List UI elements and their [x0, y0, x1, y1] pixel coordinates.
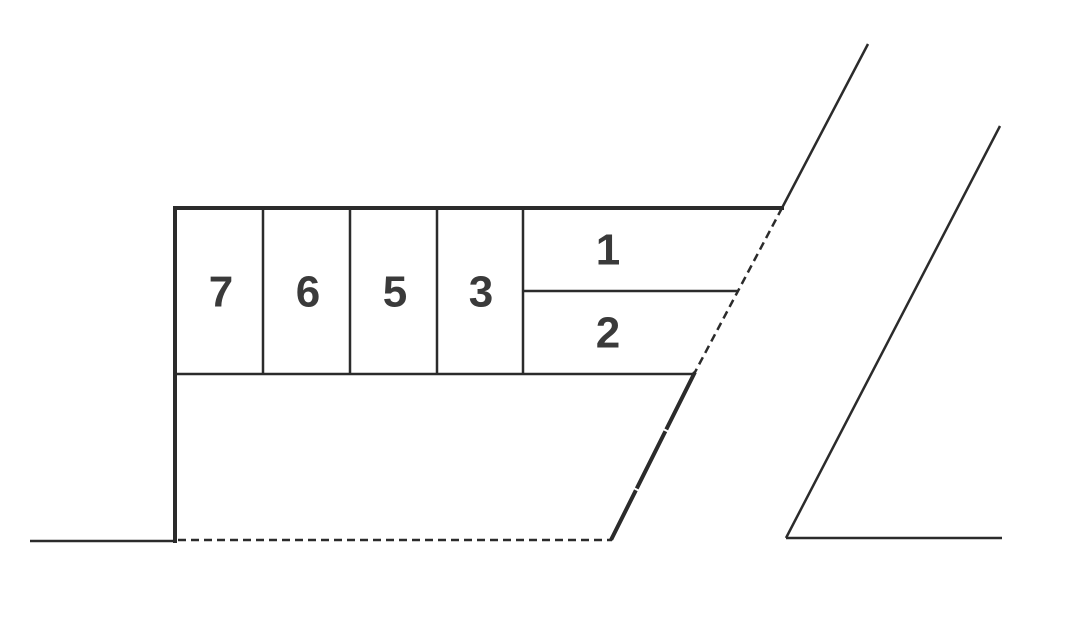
lot-dividers	[175, 208, 738, 376]
lot-label-3: 3	[469, 268, 493, 317]
road-right-slanted-line	[784, 125, 1002, 539]
road-lines	[30, 43, 1002, 543]
road-upper-slanted-line	[780, 43, 870, 209]
lot-label-6: 6	[296, 268, 320, 317]
lot-labels: 7 6 5 3 1 2	[209, 226, 620, 358]
lot-label-1: 1	[596, 226, 620, 275]
lot-label-2: 2	[596, 309, 620, 358]
lot-label-7: 7	[209, 268, 233, 317]
outline-right-slanted-edge	[609, 371, 697, 541]
lot-label-5: 5	[383, 268, 407, 317]
